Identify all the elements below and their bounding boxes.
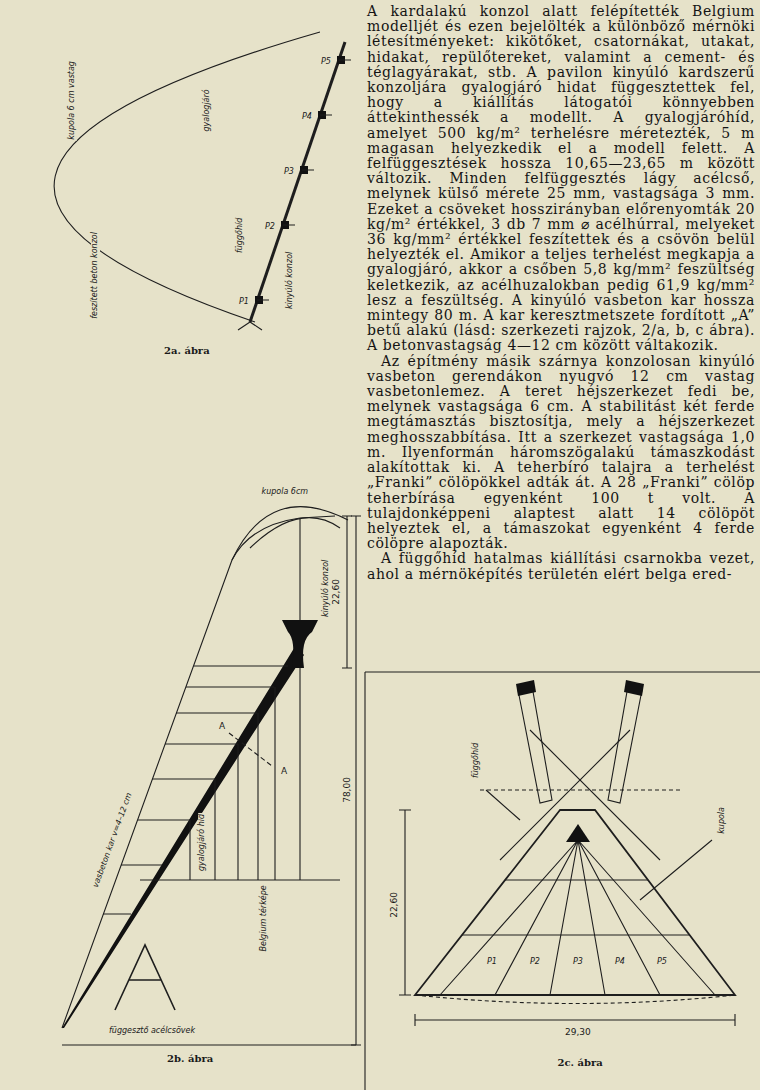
pylon <box>608 686 642 803</box>
part-label: vasbeton kar v=4–12 cm <box>92 790 135 889</box>
part-label: kupola <box>718 805 727 834</box>
part-label: kinyúló konzol <box>322 558 331 617</box>
dimension-label: 22,60 <box>390 891 400 919</box>
fan-lines <box>440 840 715 995</box>
dimension-label: 29,30 <box>564 1028 592 1038</box>
base-line <box>62 1044 356 1045</box>
dimension-label: 78,00 <box>343 776 353 804</box>
section-mark: A <box>280 767 288 777</box>
part-label: kupola 6 cm vastag <box>67 60 76 141</box>
callout-number: P4 <box>301 113 313 122</box>
pedestal <box>282 620 318 668</box>
pylon-cap <box>516 680 536 696</box>
callout-number: P5 <box>320 58 332 67</box>
part-label: függesztő acélcsövek <box>108 1027 196 1036</box>
dome-inner <box>250 518 340 548</box>
cantilever-band <box>62 645 304 1028</box>
figure-caption: 2a. ábra <box>163 345 211 356</box>
leader-lines <box>486 790 712 900</box>
plan-triangle <box>415 810 735 995</box>
hanger-verticals <box>190 668 300 880</box>
dimension-line <box>415 1014 735 1026</box>
sword-cantilever <box>250 42 345 322</box>
hanger-ticks <box>257 60 351 300</box>
part-label: függőhíd <box>236 216 245 253</box>
body-paragraph: A kardalakú konzol alatt felépítették Be… <box>367 4 755 354</box>
body-paragraph: Az építmény másik szárnya konzolosan kin… <box>367 354 755 552</box>
dome-parabola <box>54 32 320 322</box>
hanger-blocks <box>255 56 345 304</box>
section-line <box>229 733 272 766</box>
callout-number: P1 <box>486 958 498 967</box>
callout-number: P3 <box>283 168 295 177</box>
ladder-rungs <box>103 666 288 914</box>
callout-number: P5 <box>656 958 668 967</box>
model-ground <box>140 879 340 880</box>
dashed-line <box>480 789 680 790</box>
section-mark: A <box>218 722 226 732</box>
apex-block <box>566 824 590 842</box>
callout-number: P2 <box>264 223 276 232</box>
pylon-cap <box>624 680 644 696</box>
dashed-arc <box>415 995 735 1004</box>
part-label: kinyúló konzol <box>286 250 295 309</box>
figure-caption: 2c. ábra <box>557 1057 604 1068</box>
dimension-label: 22,60 <box>332 578 342 606</box>
text-column: A kardalakú konzol alatt felépítették Be… <box>367 4 755 582</box>
part-label: gyalogjáró <box>203 88 212 132</box>
figure-caption: 2b. ábra <box>166 1053 214 1064</box>
frame-line <box>365 671 760 672</box>
callout-number: P2 <box>529 958 541 967</box>
figure-2c <box>365 672 760 1090</box>
callout-number: P3 <box>572 958 584 967</box>
callout-number: P4 <box>614 958 626 967</box>
part-label: kupola 6cm <box>261 488 310 497</box>
dome-support <box>299 518 300 620</box>
figure-2b <box>62 507 361 1045</box>
figure-2a <box>54 32 351 330</box>
part-label: Belgium térképe <box>260 884 269 952</box>
section-a-symbol <box>115 945 175 1010</box>
dimension-line <box>399 810 411 995</box>
support-foot <box>238 322 262 330</box>
pylon <box>518 686 552 803</box>
body-paragraph: A függőhíd hatalmas kiállítási csarnokba… <box>367 551 755 581</box>
frame-line <box>364 672 365 1090</box>
callout-number: P1 <box>238 298 250 307</box>
part-label: függőhíd <box>472 741 481 778</box>
bracing-lines <box>500 730 660 860</box>
part-label: gyalogjáró híd <box>198 812 207 871</box>
dimension-line <box>342 516 352 668</box>
crossbars <box>462 880 690 935</box>
dome-outline <box>232 507 348 560</box>
part-label: feszített beton konzol <box>90 231 99 320</box>
outer-edge <box>62 516 335 1028</box>
